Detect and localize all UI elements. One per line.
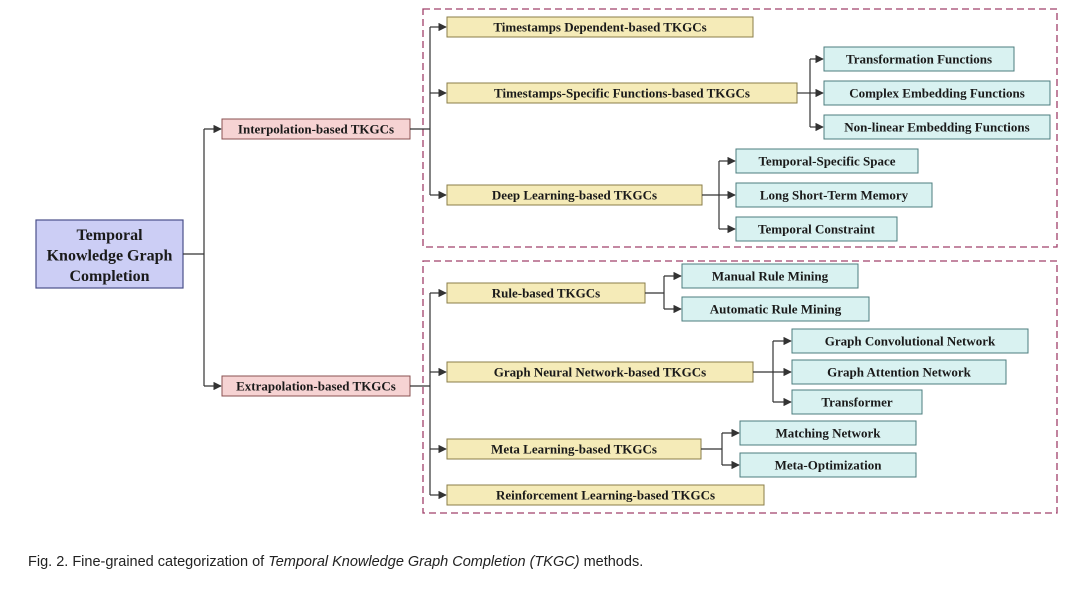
category-label-rule-based-tkgcs: Rule-based TKGCs xyxy=(492,286,600,301)
leaf-label-matching-network: Matching Network xyxy=(775,426,881,441)
root-node-label-line-2: Knowledge Graph xyxy=(47,248,173,265)
leaf-box-long-short-term-memory xyxy=(735,182,933,208)
leaf-label-graph-attention-network: Graph Attention Network xyxy=(827,365,971,380)
extrapolation-group-border xyxy=(422,260,1058,514)
leaf-label-temporal-constraint: Temporal Constraint xyxy=(758,222,876,237)
leaf-label-complex-embedding-functions: Complex Embedding Functions xyxy=(849,86,1025,101)
leaf-box-transformation-functions xyxy=(823,46,1015,72)
leaf-box-meta-optimization xyxy=(739,452,917,478)
leaf-box-graph-convolutional-network xyxy=(791,328,1029,354)
category-label-graph-neural-network-based-tkgcs: Graph Neural Network-based TKGCs xyxy=(494,365,706,380)
leaf-label-automatic-rule-mining: Automatic Rule Mining xyxy=(710,302,842,317)
caption-italic: Temporal Knowledge Graph Completion (TKG… xyxy=(268,554,580,570)
leaf-label-temporal-specific-space: Temporal-Specific Space xyxy=(758,154,895,169)
leaf-box-complex-embedding-functions xyxy=(823,80,1051,106)
leaf-label-graph-convolutional-network: Graph Convolutional Network xyxy=(825,334,996,349)
leaf-box-temporal-constraint xyxy=(735,216,898,242)
interpolation-group-border xyxy=(422,8,1058,248)
leaf-box-non-linear-embedding-functions xyxy=(823,114,1051,140)
leaf-label-long-short-term-memory: Long Short-Term Memory xyxy=(760,188,909,203)
leaf-label-manual-rule-mining: Manual Rule Mining xyxy=(712,269,829,284)
root-node-label-line-3: Completion xyxy=(70,268,150,285)
branch-label-interpolation-based-tkgcs: Interpolation-based TKGCs xyxy=(238,122,394,137)
leaf-label-transformer: Transformer xyxy=(821,395,892,410)
leaf-label-transformation-functions: Transformation Functions xyxy=(846,52,992,67)
leaf-box-automatic-rule-mining xyxy=(681,296,870,322)
category-label-meta-learning-based-tkgcs: Meta Learning-based TKGCs xyxy=(491,442,657,457)
root-node-label-line-1: Temporal xyxy=(76,227,143,244)
category-label-deep-learning-based-tkgcs: Deep Learning-based TKGCs xyxy=(492,188,657,203)
leaf-box-temporal-specific-space xyxy=(735,148,919,174)
category-label-reinforcement-learning-based-tkgcs: Reinforcement Learning-based TKGCs xyxy=(496,488,715,503)
leaf-box-transformer xyxy=(791,389,923,415)
caption-prefix: Fig. 2. Fine-grained categorization of xyxy=(28,554,269,570)
leaf-box-matching-network xyxy=(739,420,917,446)
leaf-box-manual-rule-mining xyxy=(681,263,859,289)
caption-suffix: methods. xyxy=(579,554,644,570)
category-box-reinforcement-learning-based-tkgcs xyxy=(446,484,765,506)
branch-label-extrapolation-based-tkgcs: Extrapolation-based TKGCs xyxy=(236,379,396,394)
category-label-timestamps-dependent-based-tkgcs: Timestamps Dependent-based TKGCs xyxy=(493,20,706,35)
category-label-timestamps-specific-functions-based-tkgcs: Timestamps-Specific Functions-based TKGC… xyxy=(494,86,750,101)
leaf-label-non-linear-embedding-functions: Non-linear Embedding Functions xyxy=(844,120,1029,135)
category-box-timestamps-dependent-based-tkgcs xyxy=(446,16,754,38)
leaf-label-meta-optimization: Meta-Optimization xyxy=(775,458,883,473)
figure-caption: Fig. 2. Fine-grained categorization of T… xyxy=(28,554,643,570)
leaf-box-graph-attention-network xyxy=(791,359,1007,385)
